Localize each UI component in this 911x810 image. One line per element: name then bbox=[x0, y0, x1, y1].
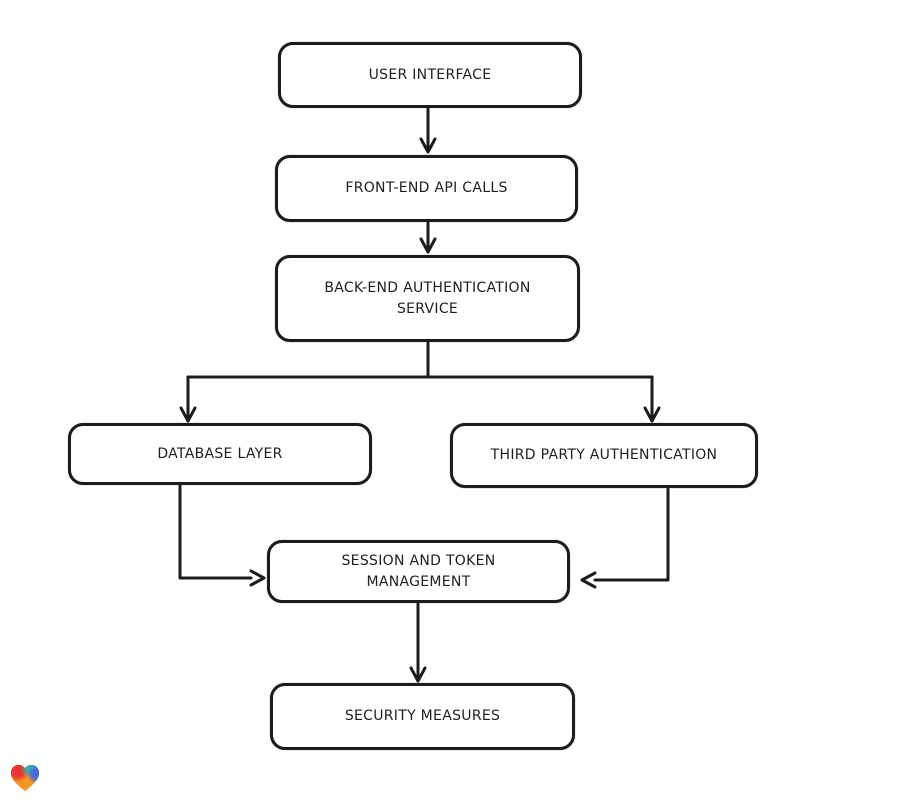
node-label: THIRD PARTY AUTHENTICATION bbox=[490, 447, 718, 464]
edge-session-and-token-management-to-security-measures bbox=[409, 602, 427, 683]
node-label: SECURITY MEASURES bbox=[344, 708, 501, 725]
edge-back-end-authentication-service-branch bbox=[186, 341, 654, 379]
node-label: USER INTERFACE bbox=[368, 66, 492, 83]
node-security-measures: SECURITY MEASURES bbox=[270, 683, 575, 750]
node-front-end-api-calls: FRONT-END API CALLS bbox=[275, 155, 578, 222]
node-label: FRONT-END API CALLS bbox=[345, 180, 508, 197]
edge-database-layer-to-session-and-token-management bbox=[178, 484, 266, 587]
edge-back-end-authentication-service-to-database-layer bbox=[179, 375, 197, 423]
edge-third-party-authentication-to-session-and-token-management bbox=[580, 487, 670, 589]
node-label: SESSION AND TOKEN MANAGEMENT bbox=[341, 553, 496, 590]
node-third-party-authentication: THIRD PARTY AUTHENTICATION bbox=[450, 423, 758, 488]
node-user-interface: USER INTERFACE bbox=[278, 42, 582, 108]
heart-icon bbox=[10, 764, 40, 792]
edge-back-end-authentication-service-to-third-party-authentication bbox=[643, 375, 661, 423]
node-database-layer: DATABASE LAYER bbox=[68, 423, 372, 485]
node-back-end-authentication-service: BACK-END AUTHENTICATION SERVICE bbox=[275, 255, 580, 342]
gradient-heart-logo[interactable] bbox=[8, 761, 42, 795]
node-label: BACK-END AUTHENTICATION SERVICE bbox=[324, 280, 531, 317]
node-label: DATABASE LAYER bbox=[157, 445, 283, 462]
edge-front-end-api-calls-to-back-end-authentication-service bbox=[419, 221, 437, 254]
node-session-and-token-management: SESSION AND TOKEN MANAGEMENT bbox=[267, 540, 570, 603]
edge-user-interface-to-front-end-api-calls bbox=[419, 107, 437, 154]
